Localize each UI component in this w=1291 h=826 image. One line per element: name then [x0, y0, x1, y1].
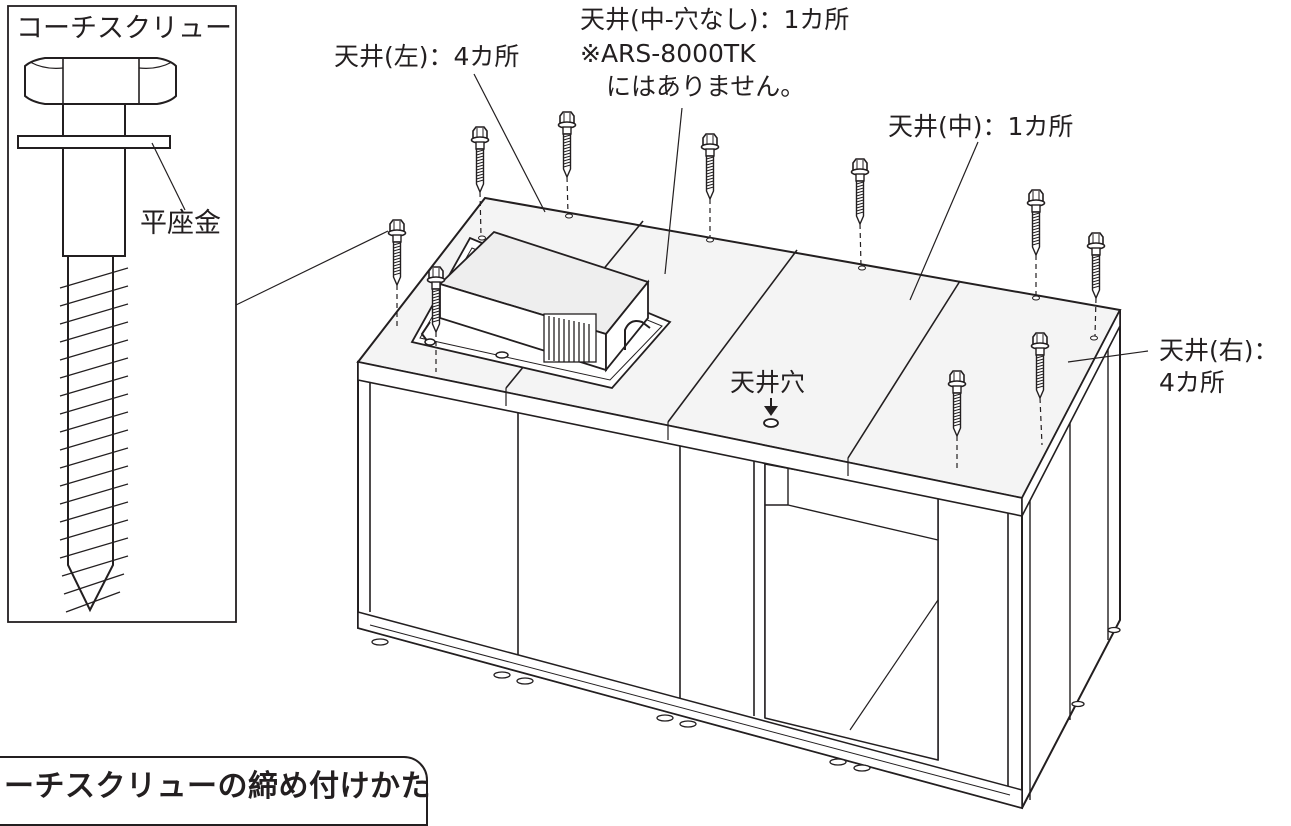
callout-leader-lines [473, 73, 1149, 363]
flat-washer-label: 平座金 [140, 208, 221, 239]
callout-ceiling-left: 天井(左)：4カ所 [334, 42, 520, 71]
ceiling-hole-label: 天井穴 [730, 368, 806, 397]
enclosure-illustration [356, 73, 1149, 810]
callout-ceiling-center-no-hole: 天井(中-穴なし)：1カ所 [580, 5, 850, 34]
callout-ceiling-center: 天井(中)：1カ所 [888, 112, 1074, 141]
callout-note-not-included: にはありません。 [606, 72, 806, 101]
ceiling-hole-mark [763, 418, 779, 428]
coach-screw-detail-panel [7, 5, 389, 623]
section-heading-tab: ーチスクリューの締め付けかた [0, 756, 431, 826]
callout-ceiling-right-line1: 天井(右)： [1159, 336, 1279, 365]
coach-screw-large-illustration [17, 57, 186, 613]
detail-pointer-line [235, 230, 389, 306]
callout-note-model: ※ARS-8000TK [580, 39, 756, 68]
ceiling-hole-arrow [764, 398, 778, 416]
section-heading: ーチスクリューの締め付けかた [4, 769, 431, 804]
callout-ceiling-right-line2: 4カ所 [1159, 368, 1225, 397]
coach-screw-title: コーチスクリュー [16, 13, 232, 44]
rooftop-unit [410, 230, 672, 389]
